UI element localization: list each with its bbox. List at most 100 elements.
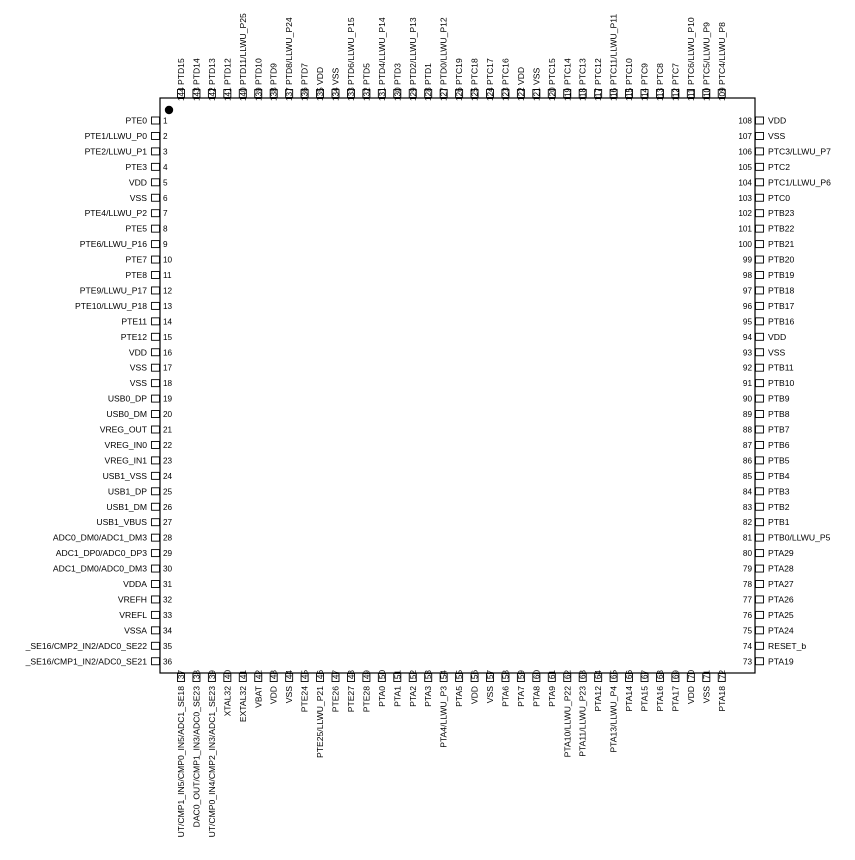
pin-number: 3 [163,147,168,156]
pin-label: PTA25 [768,610,794,620]
pin-number: 79 [743,565,753,574]
pin-stub [151,116,160,125]
pin-label: VSS [531,68,541,85]
pin-number: 88 [743,426,753,435]
pin-label: PTA8 [531,686,541,707]
pin-number: 2 [163,132,168,141]
pin-stub [755,240,764,249]
pin-stub [563,89,572,98]
pin-stub [151,441,160,449]
pin-stub [755,286,764,295]
pin-number: 133 [347,87,356,101]
pin-number: 85 [743,472,753,481]
pin-number: 12 [163,286,173,295]
pin-number: 83 [743,503,753,512]
pin-label: PTC13 [578,58,588,85]
pin-stub [285,673,294,682]
pin-number: 124 [486,87,495,101]
pin-label: USB1_VSS [103,471,148,481]
pin-stub [702,673,711,682]
pin-stub [755,363,764,372]
pin-number: 105 [738,163,752,172]
pin-stub [671,673,680,682]
pin-label: PTB20 [768,255,794,265]
pin-stub [238,89,247,98]
pin-number: 102 [738,209,752,218]
pin-label: PTA7 [516,686,526,707]
pin-label: PTB22 [768,224,794,234]
pin-label: PTD1 [423,63,433,85]
pin-number: 113 [656,88,665,101]
pin-label: PTA19 [768,656,794,666]
pin-label: VREG_OUT [100,425,148,435]
pin-label: VDD [768,332,786,342]
pin-stub [755,255,764,264]
pin-number: 108 [738,117,752,126]
pin-label: _SE16/CMP2_IN2/ADC0_SE22 [25,641,148,651]
pin-label: PTD4/LLWU_P14 [377,17,387,85]
pin-stub [755,549,764,558]
pin-stub [717,673,726,682]
pin-label: PTE9/LLWU_P17 [80,285,147,295]
pin-number: 16 [163,348,173,357]
pin-stub [151,224,160,233]
pin-number: 20 [163,410,173,419]
pin-label: ADC0_DM0/ADC1_DM3 [53,533,147,543]
pin-label: VDD [269,686,279,704]
pin-label: UT/CMP1_IN5/CMP0_IN5/ADC1_SE18 [176,686,186,838]
pin-number: 32 [163,595,173,604]
pin-label: PTA11/LLWU_P23 [578,686,588,757]
pin-label: PTA27 [768,579,794,589]
pin-number: 10 [163,256,173,265]
pin-stub [755,564,764,573]
pin-stub [755,147,764,156]
pin-stub [151,317,160,326]
pin-label: PTA15 [640,686,650,712]
pin-number: 50 [378,670,387,680]
pin-label: PTA1 [392,686,402,707]
pin-label: PTD5 [361,63,371,85]
pin-stub [439,673,448,682]
pin-label: PTB19 [768,270,794,280]
pin-stub [316,673,324,682]
pin-number: 1 [163,117,168,126]
pin-label: PTD3 [392,63,402,85]
pin-label: PTE24 [300,686,310,712]
pin-number: 95 [743,317,753,326]
pin-label: PTB2 [768,502,790,512]
pin-label: PTA9 [547,686,557,707]
pin-stub [755,641,764,650]
pin-number: 63 [579,670,588,680]
pin-label: XTAL32 [222,686,232,717]
pin-stub [207,673,216,682]
pin-stub [532,89,541,98]
pin-label: PTE26 [331,686,341,712]
pin-label: PTD12 [222,58,232,85]
pin-stub [177,673,185,682]
pin-stub [424,89,433,98]
pin-number: 97 [743,286,753,295]
pin-number: 142 [208,87,217,101]
pin-label: PTE4/LLWU_P2 [85,208,148,218]
pin-stub [151,271,160,279]
pin-number: 71 [702,670,711,680]
pin-label: VSS [130,193,147,203]
pin-number: 19 [163,395,173,404]
pin-number: 33 [163,611,173,620]
pin-stub [223,673,232,682]
pin-number: 129 [409,87,418,101]
pin-label: PTA14 [624,686,634,712]
pin-number: 65 [610,670,619,680]
pin-number: 43 [270,670,279,680]
pin-stub [755,595,764,604]
pin-stub [347,89,355,98]
pin-stub [547,89,556,98]
pin-label: UT/CMP0_IN4/CMP2_IN3/ADC1_SE23 [207,686,217,838]
pin-number: 52 [409,670,418,680]
pin-number: 75 [743,626,753,635]
pin-number: 114 [641,88,650,101]
pin-label: USB1_DM [106,502,147,512]
pin-number: 116 [610,88,619,101]
pin-label: PTB7 [768,425,790,435]
